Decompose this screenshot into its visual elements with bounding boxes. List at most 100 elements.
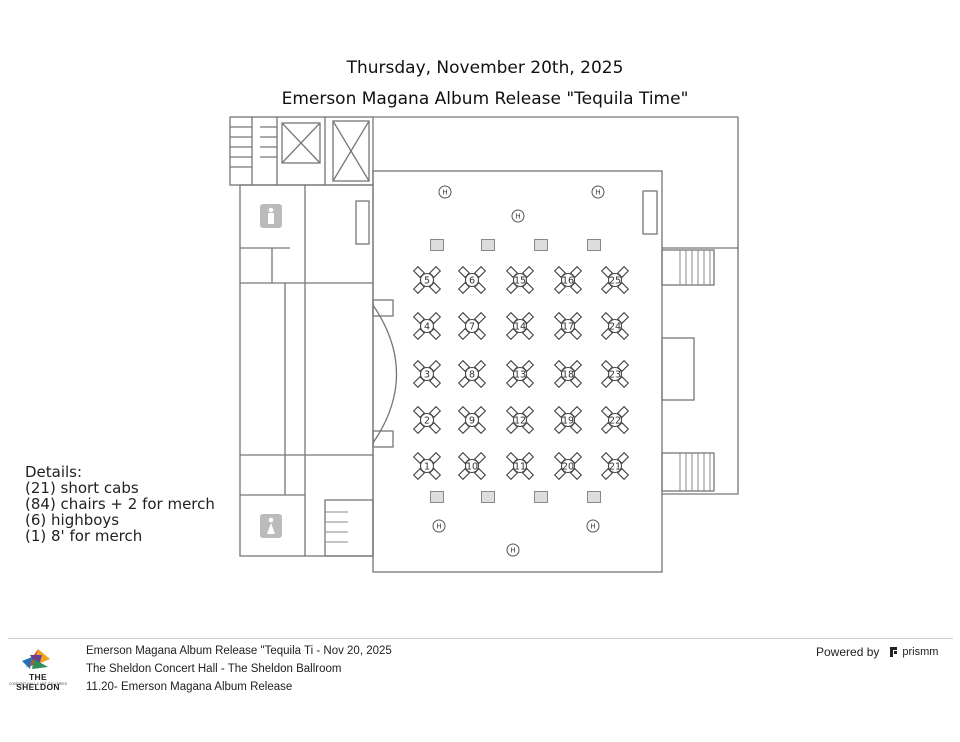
table-5: 5 — [412, 265, 442, 295]
sw-stair — [324, 499, 374, 557]
table-top — [607, 272, 623, 288]
table-top — [419, 272, 435, 288]
table-12: 12 — [505, 405, 535, 435]
table-number: 13 — [514, 370, 526, 381]
table-number: 2 — [424, 416, 430, 427]
footer-line-3: 11.20- Emerson Magana Album Release — [86, 681, 293, 693]
table-number: 1 — [424, 462, 430, 473]
highboy-label: H — [510, 547, 515, 555]
terrace-outline — [373, 116, 739, 495]
table-top — [512, 366, 528, 382]
table-top — [512, 458, 528, 474]
table-14: 14 — [505, 311, 535, 341]
highboy: H — [432, 519, 446, 533]
table-top — [560, 272, 576, 288]
bar-west — [355, 200, 370, 245]
restroom-icon — [260, 514, 282, 538]
table-number: 12 — [514, 416, 526, 427]
table-top — [560, 318, 576, 334]
table-19: 19 — [553, 405, 583, 435]
table-top — [419, 318, 435, 334]
details-panel: Details: (21) short cabs (84) chairs + 2… — [25, 464, 215, 544]
table-number: 21 — [609, 462, 621, 473]
table-top — [464, 272, 480, 288]
table-4: 4 — [412, 311, 442, 341]
highboy-label: H — [595, 189, 600, 197]
table-top — [464, 366, 480, 382]
table-top — [419, 458, 435, 474]
table-top — [464, 318, 480, 334]
highboy: H — [586, 519, 600, 533]
table-25: 25 — [600, 265, 630, 295]
table-number: 6 — [469, 276, 475, 287]
table-top — [464, 412, 480, 428]
table-1: 1 — [412, 451, 442, 481]
table-number: 4 — [424, 322, 430, 333]
table-top — [560, 412, 576, 428]
table-23: 23 — [600, 359, 630, 389]
restroom-icon — [260, 204, 282, 228]
prismm-brand: prismm — [902, 646, 939, 658]
highboy-label: H — [590, 523, 595, 531]
details-line: (6) highboys — [25, 511, 120, 529]
table-number: 23 — [609, 370, 621, 381]
table-number: 17 — [562, 322, 574, 333]
table-number: 8 — [469, 370, 475, 381]
highboy-label: H — [515, 213, 520, 221]
footer-info: Emerson Magana Album Release "Tequila Ti… — [86, 642, 392, 696]
table-10: 10 — [457, 451, 487, 481]
table-number: 16 — [562, 276, 574, 287]
logo-text: THE SHELDON — [16, 672, 60, 692]
table-top — [607, 318, 623, 334]
table-3: 3 — [412, 359, 442, 389]
footer-divider — [8, 638, 953, 639]
table-number: 11 — [514, 462, 526, 473]
cab — [587, 239, 601, 251]
prismm-logo-icon — [889, 646, 899, 658]
details-line: (84) chairs + 2 for merch — [25, 495, 215, 513]
powered-by-label: Powered by — [816, 645, 880, 659]
logo-subtext: CONCERT HALL & ART GALLERIES — [8, 682, 68, 686]
table-9: 9 — [457, 405, 487, 435]
east-stair-top — [661, 249, 715, 286]
table-number: 19 — [562, 416, 574, 427]
table-number: 22 — [609, 416, 621, 427]
table-number: 18 — [562, 370, 574, 381]
bar-east — [642, 190, 658, 235]
table-top — [607, 412, 623, 428]
table-16: 16 — [553, 265, 583, 295]
highboy: H — [438, 185, 452, 199]
cab — [587, 491, 601, 503]
cab — [430, 239, 444, 251]
elevator-1 — [281, 122, 321, 164]
event-date-title: Thursday, November 20th, 2025 — [346, 58, 624, 78]
stage-curve — [372, 304, 398, 444]
table-15: 15 — [505, 265, 535, 295]
table-number: 10 — [466, 462, 478, 473]
table-top — [512, 272, 528, 288]
table-number: 25 — [609, 276, 621, 287]
table-top — [607, 366, 623, 382]
table-21: 21 — [600, 451, 630, 481]
east-stair-bottom — [661, 452, 715, 492]
cab — [481, 239, 495, 251]
table-17: 17 — [553, 311, 583, 341]
table-number: 15 — [514, 276, 526, 287]
table-11: 11 — [505, 451, 535, 481]
table-number: 9 — [469, 416, 475, 427]
details-line: (1) 8' for merch — [25, 527, 143, 545]
details-heading: Details: — [25, 463, 83, 481]
table-number: 14 — [514, 322, 526, 333]
table-top — [560, 366, 576, 382]
powered-by: Powered by prismm — [816, 645, 938, 659]
cab — [481, 491, 495, 503]
highboy: H — [591, 185, 605, 199]
elevator-2 — [332, 120, 370, 182]
table-number: 24 — [609, 322, 621, 333]
table-22: 22 — [600, 405, 630, 435]
highboy: H — [511, 209, 525, 223]
table-number: 20 — [562, 462, 574, 473]
table-top — [512, 318, 528, 334]
table-top — [512, 412, 528, 428]
